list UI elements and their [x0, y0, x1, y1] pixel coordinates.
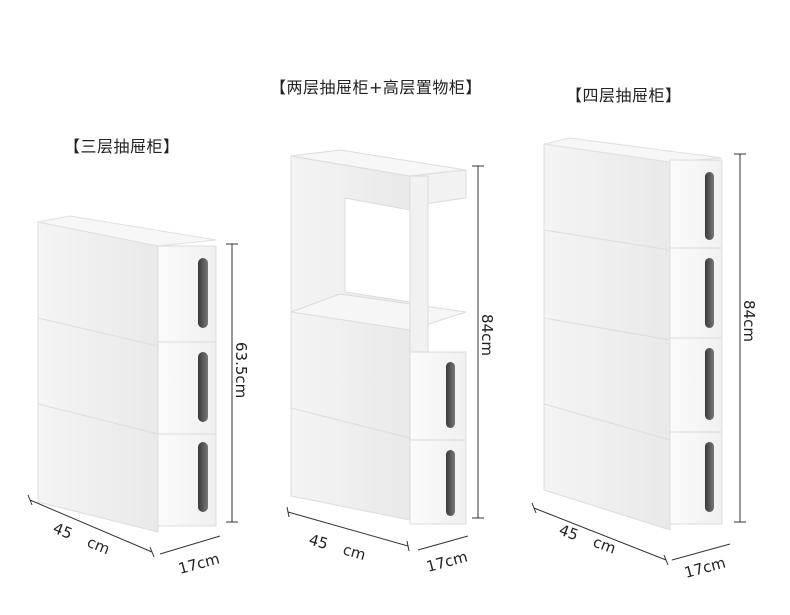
depth-label: 17cm [682, 554, 727, 582]
width-unit-label: cm [591, 533, 619, 558]
width-value-label: 45 [307, 531, 330, 554]
drawer-front [669, 337, 723, 433]
width-dimension-line [531, 502, 669, 566]
depth-label: 17cm [424, 548, 469, 576]
drawer-handle-slot [198, 442, 208, 512]
four-drawer-cabinet [543, 137, 723, 531]
depth-dimension-line [159, 535, 221, 555]
drawer-handle-slot [198, 258, 208, 328]
drawer-handle-slot [705, 258, 714, 328]
depth-label: 17cm [176, 550, 221, 578]
cabinet-side-panel [37, 221, 159, 533]
drawer-front [669, 431, 723, 525]
cabinet-top [543, 137, 723, 163]
depth-dimension-line [417, 535, 469, 551]
drawer-front [409, 439, 467, 525]
width-unit-label: cm [341, 541, 368, 565]
width-value-label: 45 [51, 519, 75, 543]
drawer-handle-slot [446, 450, 455, 516]
drawer-front [409, 351, 467, 441]
height-label: 84cm [740, 300, 758, 342]
drawer-handle-slot [446, 362, 455, 428]
product-title-two-drawer-shelf: 【两层抽屉柜+高层置物柜】 [270, 78, 482, 97]
width-dimension-line [27, 494, 155, 558]
height-label: 84cm [478, 314, 496, 356]
height-dimension-line [226, 243, 238, 523]
height-dimension-line [472, 165, 484, 519]
depth-dimension-line [671, 543, 731, 561]
drawer-front [669, 247, 723, 339]
three-drawer-cabinet [37, 215, 217, 533]
width-unit-label: cm [85, 533, 113, 558]
drawer-handle-slot [705, 442, 714, 512]
drawer-front [669, 159, 723, 249]
width-dimension-line [286, 506, 410, 552]
shelf-front-pillar [409, 175, 429, 357]
drawer-handle-slot [705, 348, 714, 420]
height-label: 63.5cm [232, 342, 250, 398]
height-dimension-line [734, 153, 746, 523]
width-value-label: 45 [557, 521, 581, 544]
drawer-handle-slot [705, 172, 714, 240]
drawer-handle-slot [198, 352, 208, 422]
two-drawer-shelf-cabinet [290, 149, 467, 525]
shelf-opening [344, 197, 411, 303]
product-title-four-drawer: 【四层抽屉柜】 [566, 86, 682, 105]
product-title-three-drawer: 【三层抽屉柜】 [64, 137, 180, 156]
cabinet-top [37, 215, 217, 247]
